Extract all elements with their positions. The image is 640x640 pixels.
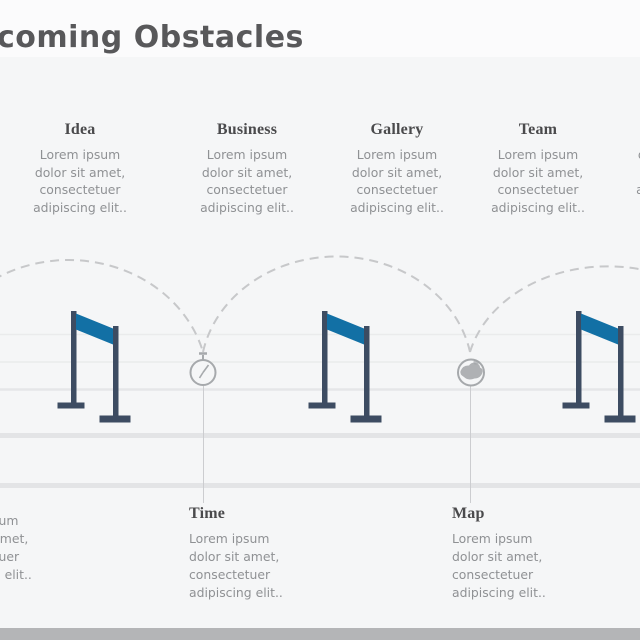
hurdle-post <box>71 311 77 406</box>
globe-continent <box>460 362 483 380</box>
column-heading: Team <box>518 121 558 138</box>
column-heading: Map <box>452 505 485 522</box>
jump-arc-3 <box>469 265 640 353</box>
column-body: Lorem ipsum dolor sit amet, consectetuer… <box>452 531 546 600</box>
column-body: Lorem ipsum dolor sit amet, consectetuer… <box>189 531 283 600</box>
jump-arc-2 <box>202 255 471 353</box>
hurdle-1 <box>57 311 131 423</box>
top-column-gallery: Gallery Lorem ipsum dolor sit amet, cons… <box>332 121 462 216</box>
column-body: Lorem ipsum dolor sit amet, consectetuer… <box>33 147 127 215</box>
hurdle-post <box>618 326 624 419</box>
bottom-gray-band <box>0 628 640 640</box>
hurdle-post <box>576 311 582 406</box>
hurdle-bar <box>327 313 364 345</box>
column-body: Lorem ipsum dolor sit amet, consectetuer… <box>636 147 640 197</box>
column-heading: Gallery <box>370 121 424 138</box>
jump-arcs <box>0 255 640 353</box>
track-line <box>0 433 640 438</box>
top-column-idea: Idea Lorem ipsum dolor sit amet, consect… <box>15 121 145 216</box>
top-column-cut-right: Lorem ipsum dolor sit amet, consectetuer… <box>618 121 640 198</box>
hurdle-2 <box>308 311 382 423</box>
hurdle-bar <box>76 313 113 345</box>
bottom-column-map: Map Lorem ipsum dolor sit amet, consecte… <box>452 505 582 602</box>
column-body: Lorem ipsum dolor sit amet, consectetuer… <box>350 147 444 215</box>
track-line <box>0 483 640 488</box>
column-heading: Business <box>216 121 278 138</box>
stopwatch-icon <box>189 352 217 386</box>
column-body: Lorem ipsum dolor sit amet, consectetuer… <box>491 147 585 215</box>
slide-title: coming Obstacles <box>0 20 304 55</box>
hurdle-post <box>364 326 370 419</box>
top-column-team: Team Lorem ipsum dolor sit amet, consect… <box>473 121 603 216</box>
column-heading: Time <box>189 505 226 522</box>
label-connectors <box>203 386 471 503</box>
hurdle-post <box>113 326 119 419</box>
globe-icon <box>457 358 485 387</box>
hurdle-bar <box>581 313 618 345</box>
stopwatch-hand <box>202 364 210 373</box>
bottom-column-time: Time Lorem ipsum dolor sit amet, consect… <box>189 505 319 602</box>
hurdle-3 <box>562 311 636 423</box>
globe-continent <box>473 360 480 365</box>
column-body: Lorem ipsum dolor sit amet, consectetuer… <box>200 147 294 215</box>
top-column-business: Business Lorem ipsum dolor sit amet, con… <box>182 121 312 216</box>
stopwatch-hand <box>198 372 204 379</box>
title-background-strip <box>0 0 640 57</box>
hurdle-post <box>322 311 328 406</box>
bottom-column-cut-left: Lorem ipsum dolor sit amet, consectetuer… <box>0 505 68 584</box>
column-body: Lorem ipsum dolor sit amet, consectetuer… <box>0 513 32 582</box>
column-heading: Idea <box>64 121 96 138</box>
track-lines <box>0 333 640 488</box>
jump-arc-1 <box>0 259 204 353</box>
